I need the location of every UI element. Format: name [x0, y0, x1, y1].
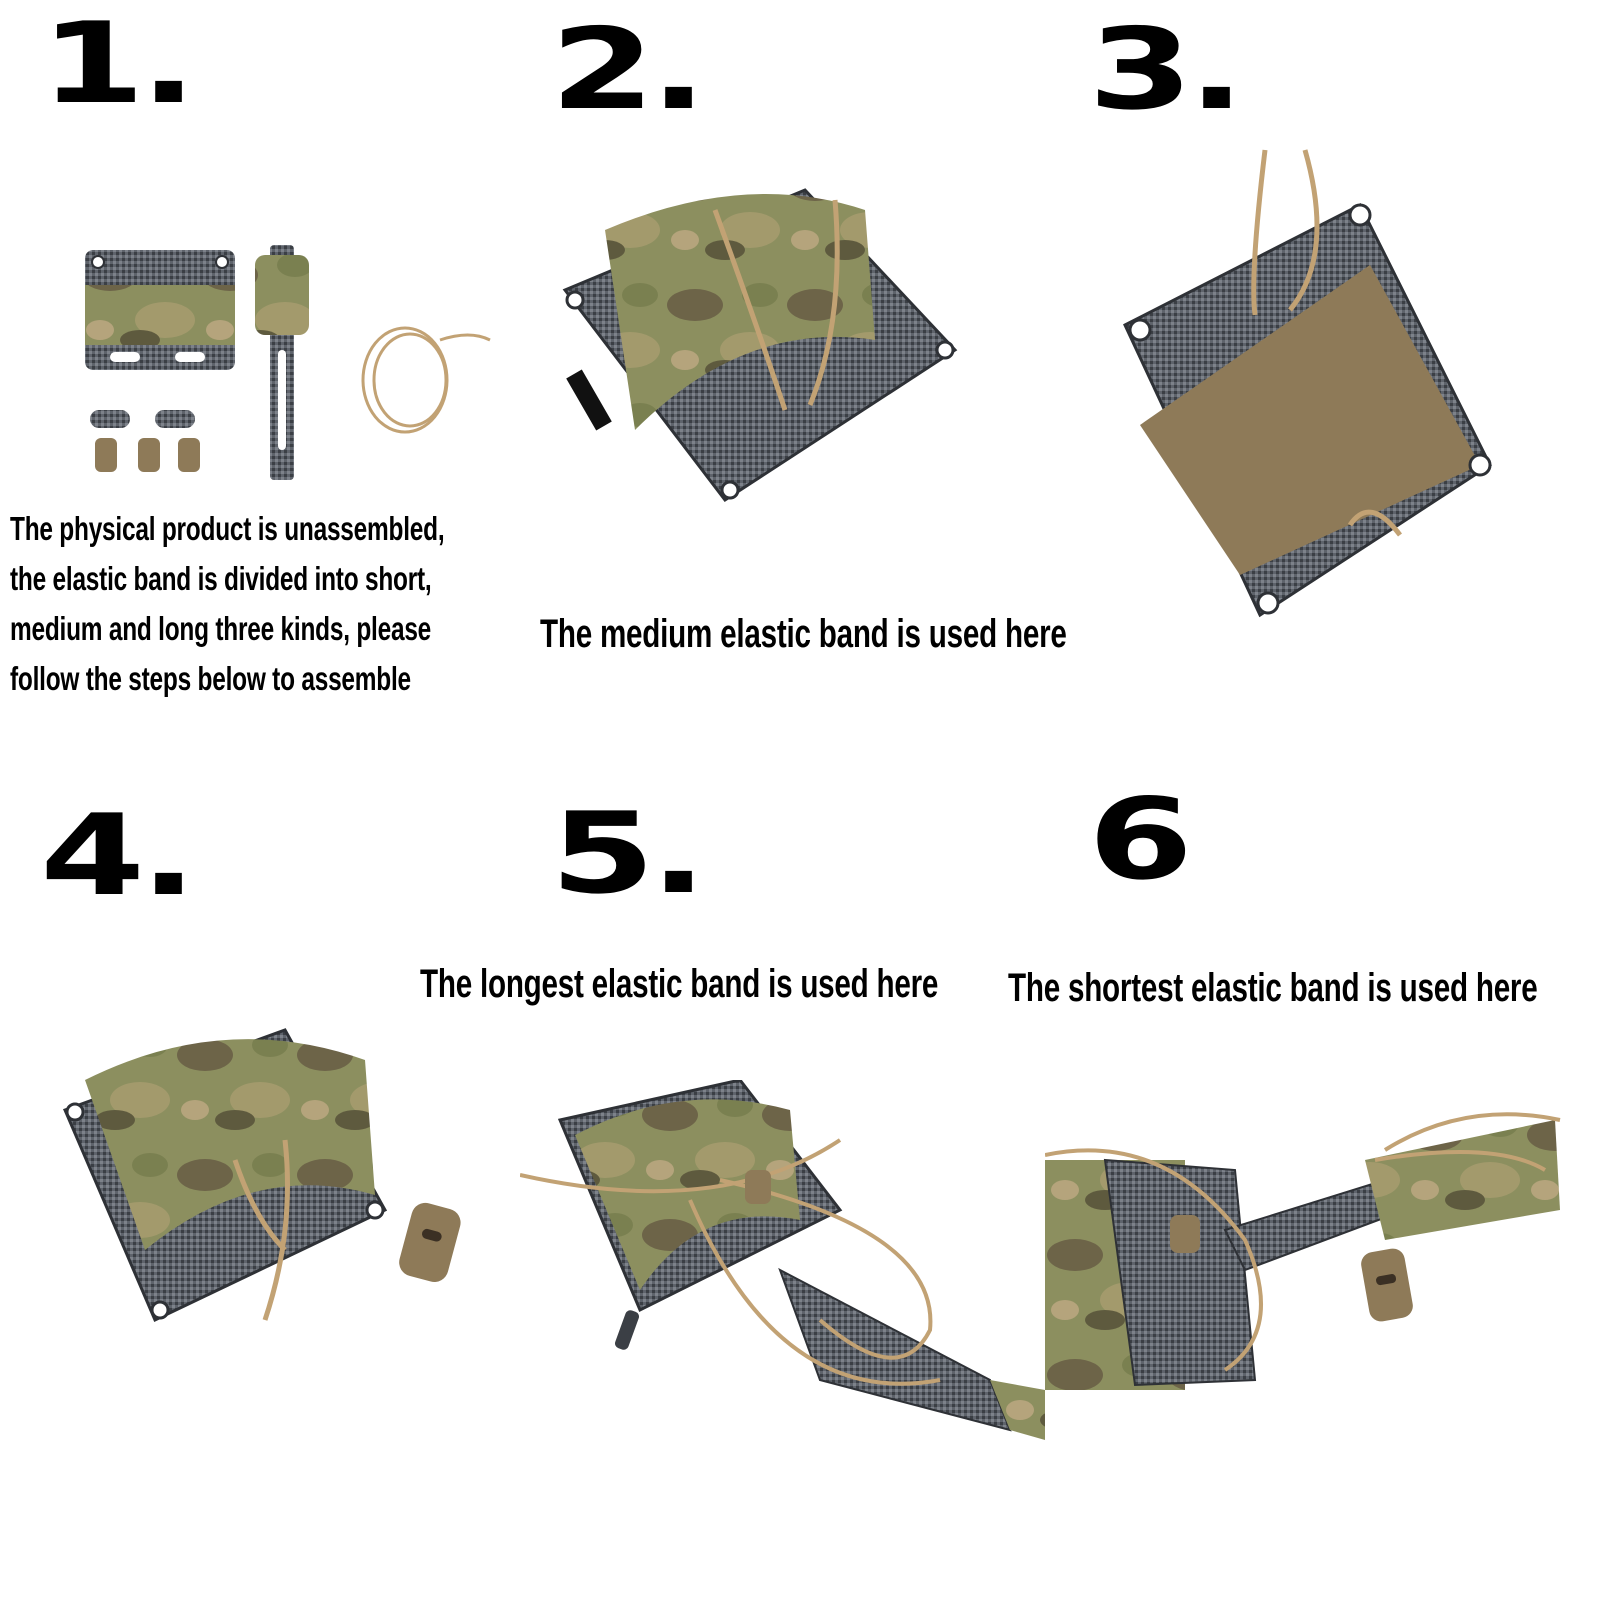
step-2-caption: The medium elastic band is used here: [540, 612, 1067, 656]
step-2-image: [545, 150, 985, 530]
step-5-caption: The longest elastic band is used here: [420, 962, 939, 1006]
step-1-caption-line: follow the steps below to assemble: [10, 660, 411, 697]
cord-lock-icon: [1361, 1248, 1413, 1322]
elastic-cord: [361, 326, 491, 434]
cord-lock-icon: [399, 1202, 461, 1283]
step-6-number: 6: [1088, 775, 1193, 905]
step-3-image: [1120, 145, 1500, 645]
step-1-parts-image: [80, 240, 500, 490]
step-3-number: 3.: [1088, 5, 1245, 135]
step-4-number: 4.: [40, 791, 197, 921]
step-6-image: [1045, 1100, 1565, 1390]
step-1-number: 1.: [40, 0, 197, 129]
strap-plate: [255, 245, 309, 480]
link-plates: [90, 410, 195, 428]
step-6-caption: The shortest elastic band is used here: [1008, 966, 1538, 1010]
step-1-caption-line: the elastic band is divided into short,: [10, 560, 432, 597]
step-1-caption-line: medium and long three kinds, please: [10, 610, 432, 647]
step-5-number: 5.: [550, 789, 707, 919]
step-1-caption-line: The physical product is unassembled,: [10, 510, 445, 547]
base-plate: [85, 250, 235, 370]
cord-lock-icon: [95, 438, 200, 472]
step-4-image: [55, 1020, 475, 1340]
step-5-image: [520, 1080, 1045, 1440]
step-1-caption: The physical product is unassembled, the…: [10, 510, 597, 710]
step-2-number: 2.: [550, 5, 707, 135]
